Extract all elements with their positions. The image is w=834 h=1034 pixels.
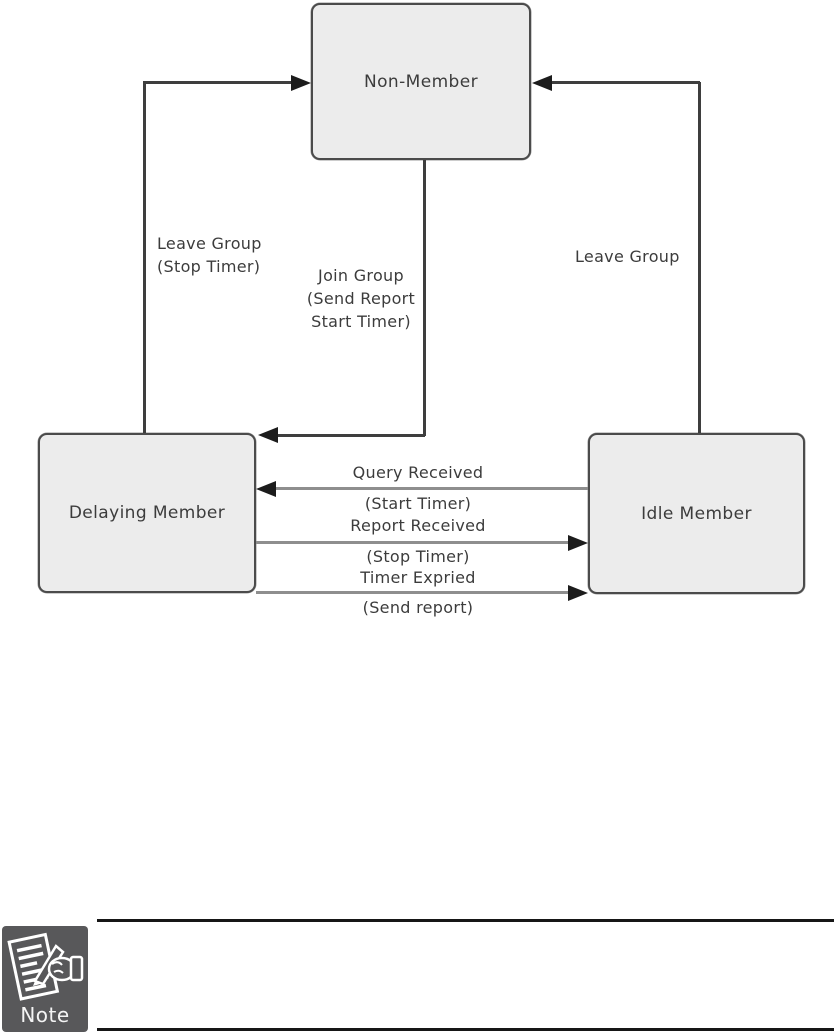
edge-timer-expired-line: [256, 591, 570, 594]
edge-label-leave-group-left: Leave Group (Stop Timer): [157, 232, 262, 278]
edge-label-line: Leave Group: [575, 247, 680, 266]
edge-join-group-vline: [423, 160, 426, 436]
edge-label-line: (Send Report: [306, 289, 416, 308]
edge-report-received-line: [256, 541, 570, 544]
edge-label-query-received: Query Received: [352, 463, 484, 482]
edge-leave-group-left-vline: [143, 82, 146, 433]
state-box-delaying-member: Delaying Member: [38, 433, 256, 593]
edge-leave-group-right-vline: [698, 82, 701, 433]
arrowhead-into-non-member-left: [291, 75, 311, 91]
note-box-top-rule: [97, 919, 834, 922]
edge-query-received-line: [274, 487, 588, 490]
arrowhead-timer-into-idle: [568, 585, 588, 601]
edge-label-report-action: (Stop Timer): [366, 547, 470, 566]
edge-label-line: Leave Group: [157, 234, 262, 253]
state-label-idle-member: Idle Member: [641, 503, 752, 524]
state-box-idle-member: Idle Member: [588, 433, 805, 594]
edge-label-line: Start Timer): [311, 312, 411, 331]
arrowhead-report-into-idle: [568, 535, 588, 551]
edge-label-leave-group-right: Leave Group: [575, 245, 680, 268]
edge-label-query-action: (Start Timer): [364, 494, 472, 513]
edge-leave-group-left-hline: [143, 81, 293, 84]
edge-label-join-group: Join Group (Send Report Start Timer): [296, 264, 426, 333]
note-icon: Note: [2, 926, 88, 1032]
edge-leave-group-right-hline: [550, 81, 700, 84]
note-box-bottom-rule: [97, 1028, 834, 1031]
edge-label-timer-expired: Timer Expried: [360, 568, 476, 587]
state-label-delaying-member: Delaying Member: [68, 503, 226, 523]
edge-label-timer-action: (Send report): [362, 598, 474, 617]
arrowhead-into-non-member-right: [532, 75, 552, 91]
edge-label-line: (Stop Timer): [157, 257, 261, 276]
edge-label-line: Join Group: [318, 266, 404, 285]
state-box-non-member: Non-Member: [311, 3, 531, 160]
arrowhead-into-delaying-top: [258, 427, 278, 443]
edge-label-report-received: Report Received: [350, 516, 486, 535]
edge-join-group-hline: [276, 434, 425, 437]
arrowhead-query-into-delaying: [256, 481, 276, 497]
note-icon-label: Note: [20, 1003, 70, 1027]
state-label-non-member: Non-Member: [364, 71, 478, 92]
notepad-pen-icon: [7, 932, 84, 1001]
